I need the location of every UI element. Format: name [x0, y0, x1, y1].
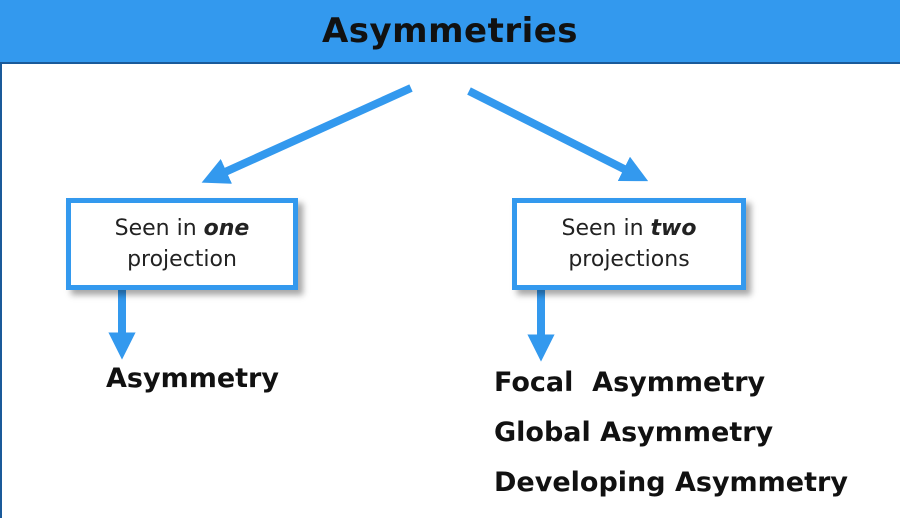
- result-developing-asymmetry: Developing Asymmetry: [494, 467, 848, 498]
- result-global-asymmetry: Global Asymmetry: [494, 417, 774, 448]
- left-border-rule: [0, 64, 2, 518]
- box-right-line2: projections: [568, 247, 690, 272]
- result-asymmetry: Asymmetry: [106, 363, 279, 394]
- box-left-emphasis: one: [203, 216, 250, 241]
- box-right-emphasis: two: [650, 216, 697, 241]
- box-left-line2: projection: [127, 247, 237, 272]
- arrow-to-one-projection: [201, 84, 413, 184]
- box-left-prefix: Seen in: [114, 216, 204, 241]
- arrow-to-two-projections: [467, 87, 649, 182]
- box-seen-in-two-projections: Seen in two projections: [512, 198, 746, 290]
- page-title: Asymmetries: [321, 11, 579, 51]
- box-left-line1: Seen in one: [115, 213, 250, 244]
- title-banner: Asymmetries: [0, 0, 900, 64]
- box-right-line1: Seen in two: [562, 213, 697, 244]
- box-right-prefix: Seen in: [561, 216, 651, 241]
- result-focal-asymmetry: Focal Asymmetry: [494, 367, 766, 398]
- box-seen-in-one-projection: Seen in one projection: [66, 198, 298, 290]
